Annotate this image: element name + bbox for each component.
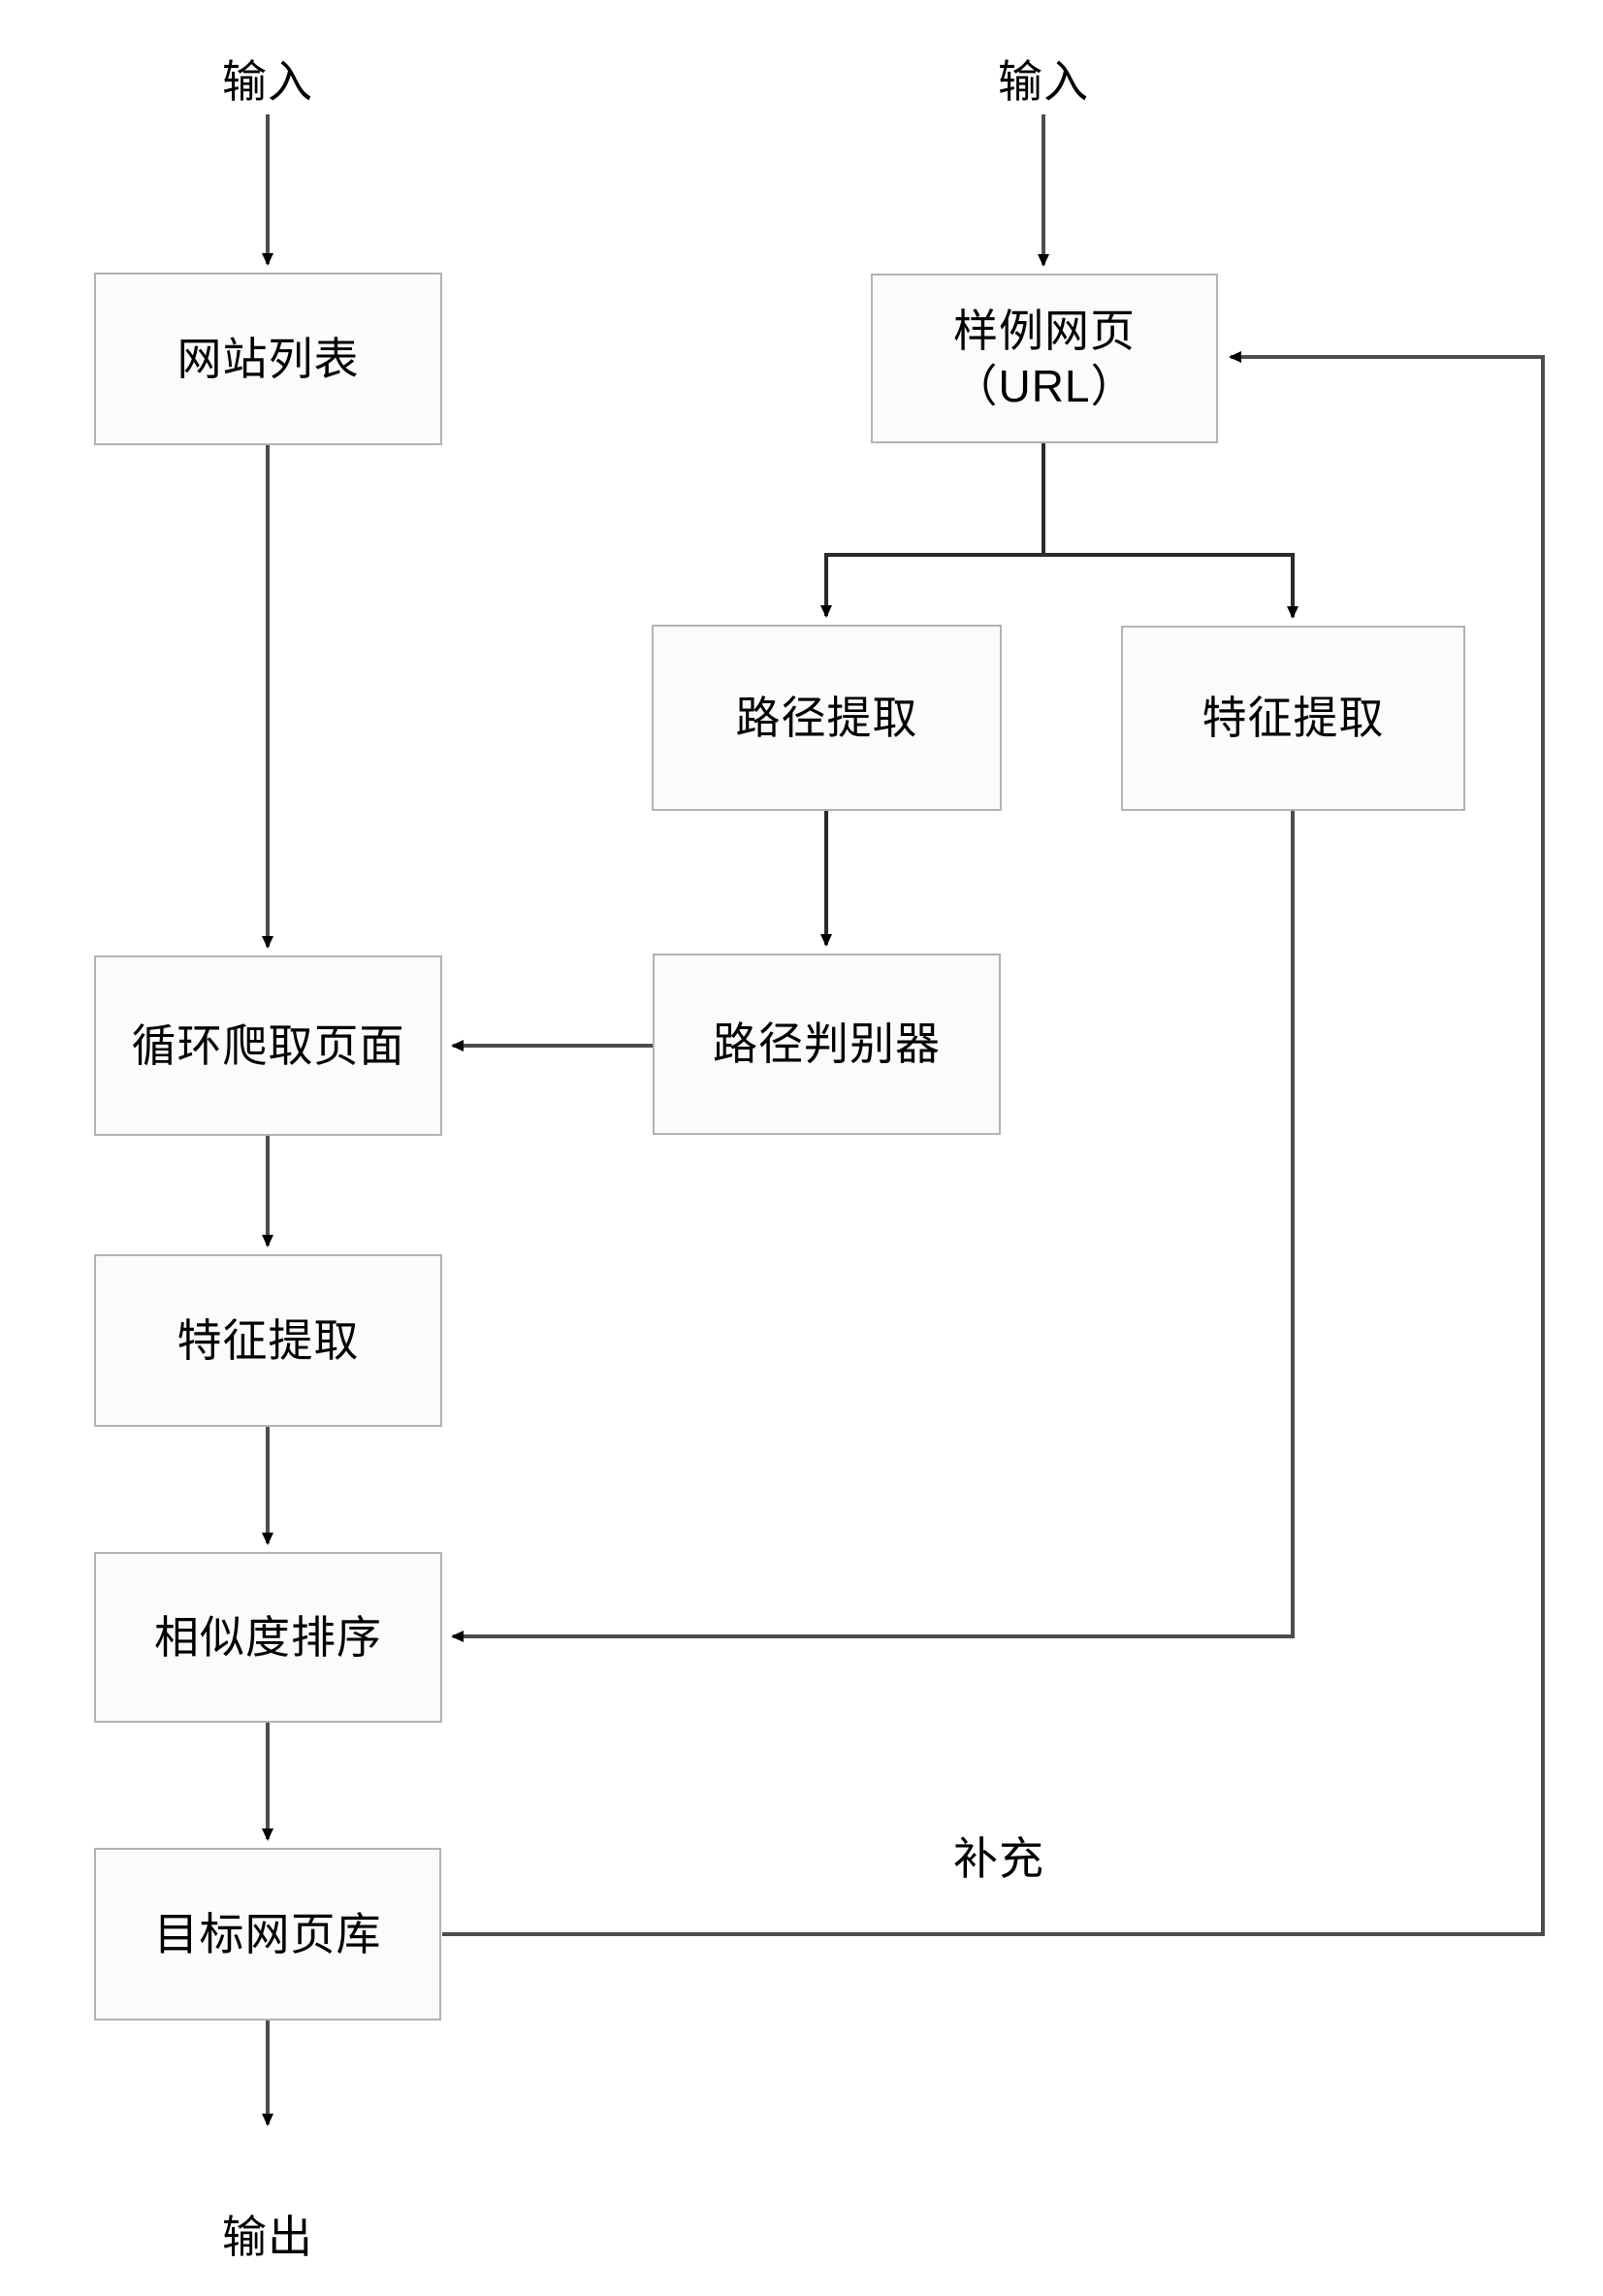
node-sample-page-url[interactable]: 样例网页 （URL） xyxy=(871,274,1218,443)
node-path-extraction[interactable]: 路径提取 xyxy=(652,625,1002,811)
label-supplement: 补充 xyxy=(953,1833,1044,1884)
label-output: 输出 xyxy=(222,2212,313,2262)
edge-target-library-to-sample-page xyxy=(442,351,1545,1936)
label-input-right: 输入 xyxy=(998,56,1089,107)
node-feature-extraction-left[interactable]: 特征提取 xyxy=(94,1254,442,1427)
node-website-list[interactable]: 网站列表 xyxy=(94,273,442,445)
node-feature-extraction-right[interactable]: 特征提取 xyxy=(1121,626,1465,811)
node-loop-crawl-pages[interactable]: 循环爬取页面 xyxy=(94,955,442,1136)
edge-sample-to-path-extraction xyxy=(820,443,1045,618)
node-path-discriminator[interactable]: 路径判别器 xyxy=(653,954,1001,1135)
edge-feature-right-to-similarity xyxy=(451,811,1295,1642)
node-target-page-library[interactable]: 目标网页库 xyxy=(94,1848,441,2021)
label-input-left: 输入 xyxy=(222,56,313,107)
node-similarity-ranking[interactable]: 相似度排序 xyxy=(94,1552,442,1723)
edge-sample-to-feature-extraction xyxy=(1043,553,1298,619)
